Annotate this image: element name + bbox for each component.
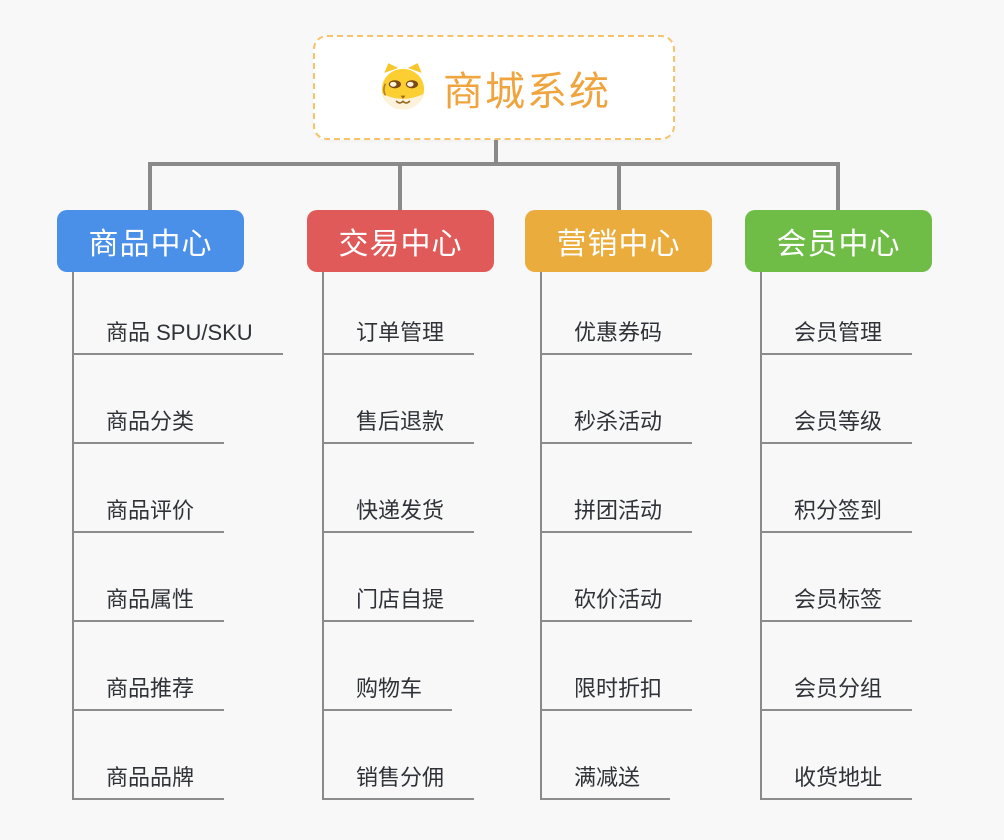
- branch-list-trade: 订单管理 售后退款 快递发货 门店自提 购物车 销售分佣: [322, 272, 475, 800]
- dog-face-icon: [381, 63, 425, 110]
- branch-node-trade[interactable]: 交易中心: [307, 210, 494, 272]
- list-item[interactable]: 售后退款: [324, 355, 475, 444]
- connector-root-stem: [494, 140, 498, 166]
- list-item[interactable]: 商品评价: [74, 444, 225, 533]
- list-item[interactable]: 商品品牌: [74, 711, 225, 800]
- list-item[interactable]: 收货地址: [762, 711, 913, 800]
- list-item[interactable]: 优惠券码: [542, 272, 693, 355]
- list-item[interactable]: 会员标签: [762, 533, 913, 622]
- list-item[interactable]: 门店自提: [324, 533, 475, 622]
- list-item[interactable]: 限时折扣: [542, 622, 693, 711]
- list-item[interactable]: 商品分类: [74, 355, 225, 444]
- branch-node-products[interactable]: 商品中心: [57, 210, 244, 272]
- connector-drop-trade: [398, 166, 402, 210]
- branch-list-marketing: 优惠券码 秒杀活动 拼团活动 砍价活动 限时折扣 满减送: [540, 272, 693, 800]
- list-item[interactable]: 会员管理: [762, 272, 913, 355]
- branch-list-members: 会员管理 会员等级 积分签到 会员标签 会员分组 收货地址: [760, 272, 913, 800]
- list-item[interactable]: 秒杀活动: [542, 355, 693, 444]
- branch-node-members[interactable]: 会员中心: [745, 210, 932, 272]
- list-item[interactable]: 快递发货: [324, 444, 475, 533]
- connector-drop-marketing: [617, 166, 621, 210]
- connector-drop-members: [836, 166, 840, 210]
- branch-node-marketing[interactable]: 营销中心: [525, 210, 712, 272]
- list-item[interactable]: 积分签到: [762, 444, 913, 533]
- list-item[interactable]: 满减送: [542, 711, 671, 800]
- list-item[interactable]: 购物车: [324, 622, 453, 711]
- list-item[interactable]: 拼团活动: [542, 444, 693, 533]
- branch-list-products: 商品 SPU/SKU 商品分类 商品评价 商品属性 商品推荐 商品品牌: [72, 272, 283, 800]
- connector-horizontal: [148, 162, 840, 166]
- list-item[interactable]: 商品 SPU/SKU: [74, 272, 283, 355]
- list-item[interactable]: 砍价活动: [542, 533, 693, 622]
- root-node[interactable]: 商城系统: [313, 35, 675, 140]
- list-item[interactable]: 商品属性: [74, 533, 225, 622]
- list-item[interactable]: 会员分组: [762, 622, 913, 711]
- list-item[interactable]: 商品推荐: [74, 622, 225, 711]
- root-title: 商城系统: [443, 69, 611, 114]
- list-item[interactable]: 会员等级: [762, 355, 913, 444]
- connector-drop-products: [148, 166, 152, 210]
- list-item[interactable]: 订单管理: [324, 272, 475, 355]
- list-item[interactable]: 销售分佣: [324, 711, 475, 800]
